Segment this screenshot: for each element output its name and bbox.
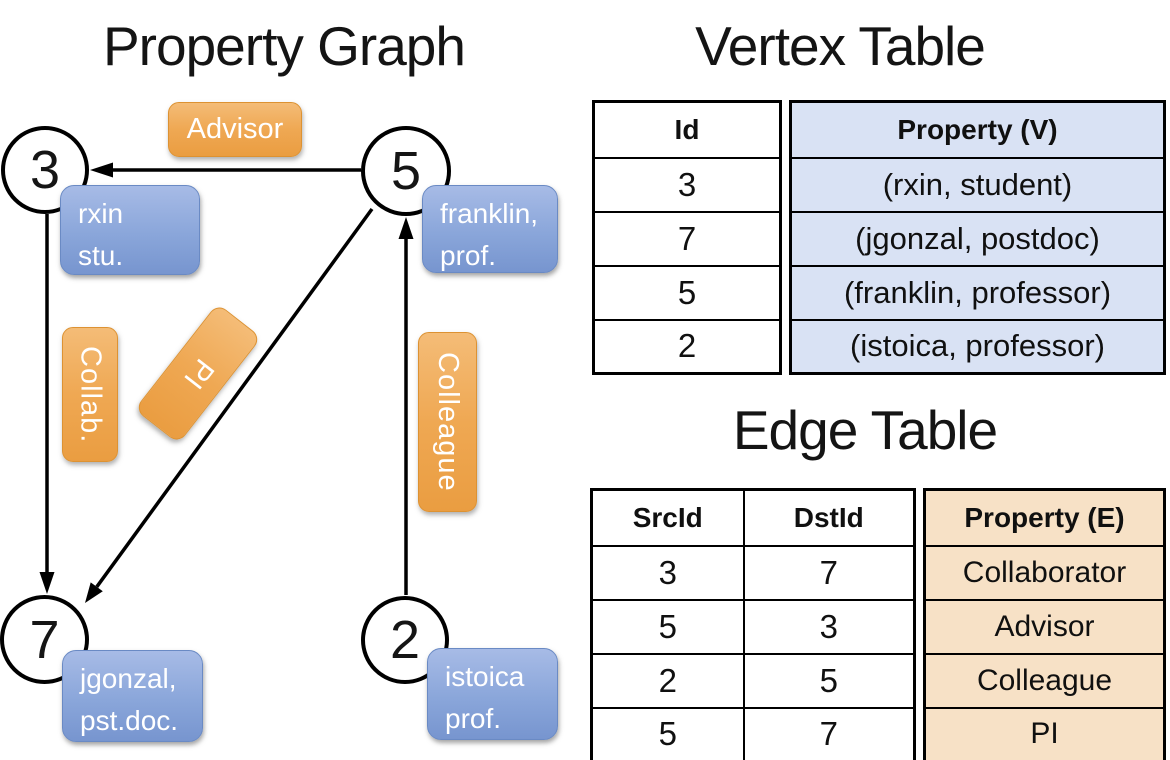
vertex-id-label: 7: [29, 609, 60, 670]
table-row: (jgonzal, postdoc): [789, 210, 1166, 267]
vertex-name: rxin: [78, 198, 124, 229]
arrowhead-into-5: [398, 217, 414, 239]
property-graph-title: Property Graph: [102, 15, 466, 77]
table-row: (istoica, professor): [789, 318, 1166, 375]
table-row: (franklin, professor): [789, 264, 1166, 321]
edge-line-5-7: [95, 207, 374, 588]
vertex-role: stu.: [78, 240, 124, 271]
column-header-srcid: SrcId: [590, 488, 745, 547]
table-row: Colleague: [923, 652, 1166, 709]
table-row: 5 3: [590, 598, 916, 655]
vertex-property-box-rxin: rxin stu.: [60, 185, 200, 275]
arrowhead-into-7-diagonal: [85, 582, 103, 603]
vertex-role: prof.: [440, 240, 497, 271]
column-header-dstid: DstId: [742, 488, 916, 547]
vertex-role: pst.doc.: [80, 705, 179, 736]
edge-table: SrcId DstId 3 7 5 3 2 5 5 7 Property (E)…: [590, 488, 1166, 760]
vertex-property-column-table: Property (V) (rxin, student) (jgonzal, p…: [789, 100, 1166, 375]
edge-label-text: Colleague: [432, 352, 464, 492]
vertex-name: franklin,: [440, 198, 539, 229]
table-row: 5: [592, 264, 782, 321]
vertex-id-column-table: Id 3 7 5 2: [592, 100, 782, 375]
vertex-node-2: 2: [361, 596, 449, 684]
vertex-id-label: 5: [390, 141, 422, 201]
edge-label-text: Advisor: [186, 113, 284, 145]
table-row: 7: [592, 210, 782, 267]
table-row: 2 5: [590, 652, 916, 709]
table-row: Advisor: [923, 598, 1166, 655]
column-header-property-e: Property (E): [923, 488, 1166, 547]
table-row: 5 7: [590, 706, 916, 760]
table-row: (rxin, student): [789, 156, 1166, 213]
table-row: 2: [592, 318, 782, 375]
graph-edges: [39, 162, 414, 603]
vertex-id-label: 3: [29, 140, 61, 200]
arrowhead-into-3: [90, 162, 113, 178]
edge-property-column-table: Property (E) Collaborator Advisor Collea…: [923, 488, 1166, 760]
table-row: 3 7: [590, 544, 916, 601]
table-row: PI: [923, 706, 1166, 760]
arrowhead-into-7-vertical: [39, 572, 55, 594]
column-header-property-v: Property (V): [789, 100, 1166, 159]
vertex-property-box-istoica: istoica prof.: [427, 648, 558, 740]
edge-label-advisor: Advisor: [168, 102, 302, 157]
vertex-table: Id 3 7 5 2 Property (V) (rxin, student) …: [592, 100, 1166, 375]
edge-label-text: Collab.: [74, 345, 107, 444]
vertex-role: prof.: [445, 703, 502, 734]
table-row: Collaborator: [923, 544, 1166, 601]
vertex-name: jgonzal,: [80, 663, 177, 694]
edge-label-colleague: Colleague: [418, 332, 477, 512]
edge-src-dst-table: SrcId DstId 3 7 5 3 2 5 5 7: [590, 488, 916, 760]
edge-table-title: Edge Table: [732, 399, 998, 461]
vertex-id-label: 2: [389, 610, 421, 670]
vertex-property-box-jgonzal: jgonzal, pst.doc.: [62, 650, 203, 742]
vertex-name: istoica: [445, 661, 525, 692]
edge-label-collab: Collab.: [62, 327, 118, 462]
column-header-id: Id: [592, 100, 782, 159]
vertex-table-title: Vertex Table: [695, 15, 986, 77]
table-row: 3: [592, 156, 782, 213]
edge-label-text: PI: [176, 352, 221, 396]
vertex-property-box-franklin: franklin, prof.: [422, 185, 558, 273]
